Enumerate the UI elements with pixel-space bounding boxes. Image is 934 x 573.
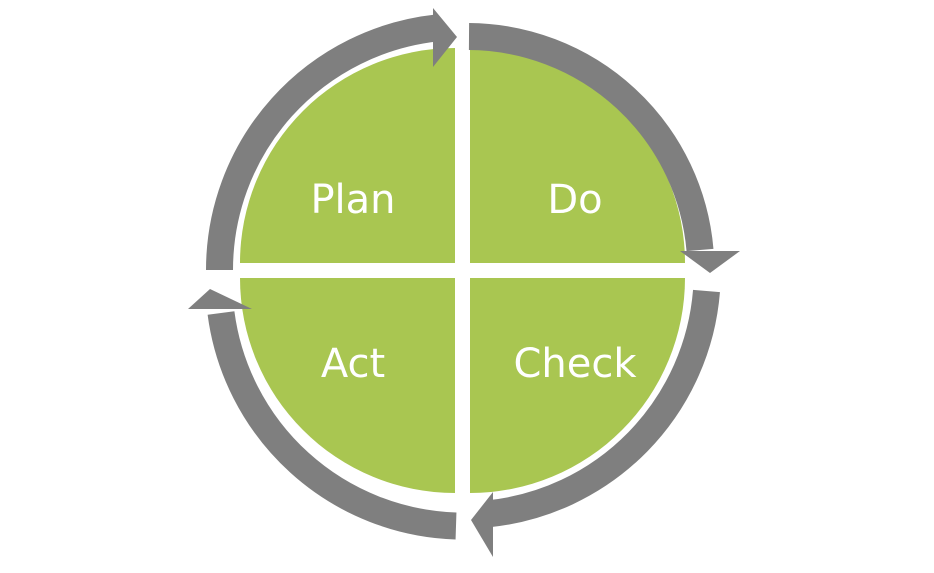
- do-to-check-arrow-arc: [468, 23, 714, 252]
- plan-to-do-arrow-arc: [206, 14, 439, 271]
- check-to-act-arrowhead: [471, 492, 493, 557]
- plan-label: Plan: [310, 177, 396, 223]
- plan-quadrant: [240, 48, 455, 263]
- do-label: Do: [547, 177, 603, 223]
- do-to-check-arrowhead: [680, 251, 740, 273]
- check-label: Check: [513, 341, 637, 387]
- do-quadrant: [470, 48, 685, 263]
- check-to-act-arrow-arc: [486, 289, 720, 528]
- act-to-plan-arrowhead: [188, 289, 252, 309]
- act-label: Act: [320, 341, 386, 387]
- plan-to-do-arrowhead: [433, 8, 457, 67]
- act-to-plan-arrow-arc: [207, 311, 457, 540]
- act-quadrant: [240, 278, 455, 493]
- check-quadrant: [470, 278, 685, 493]
